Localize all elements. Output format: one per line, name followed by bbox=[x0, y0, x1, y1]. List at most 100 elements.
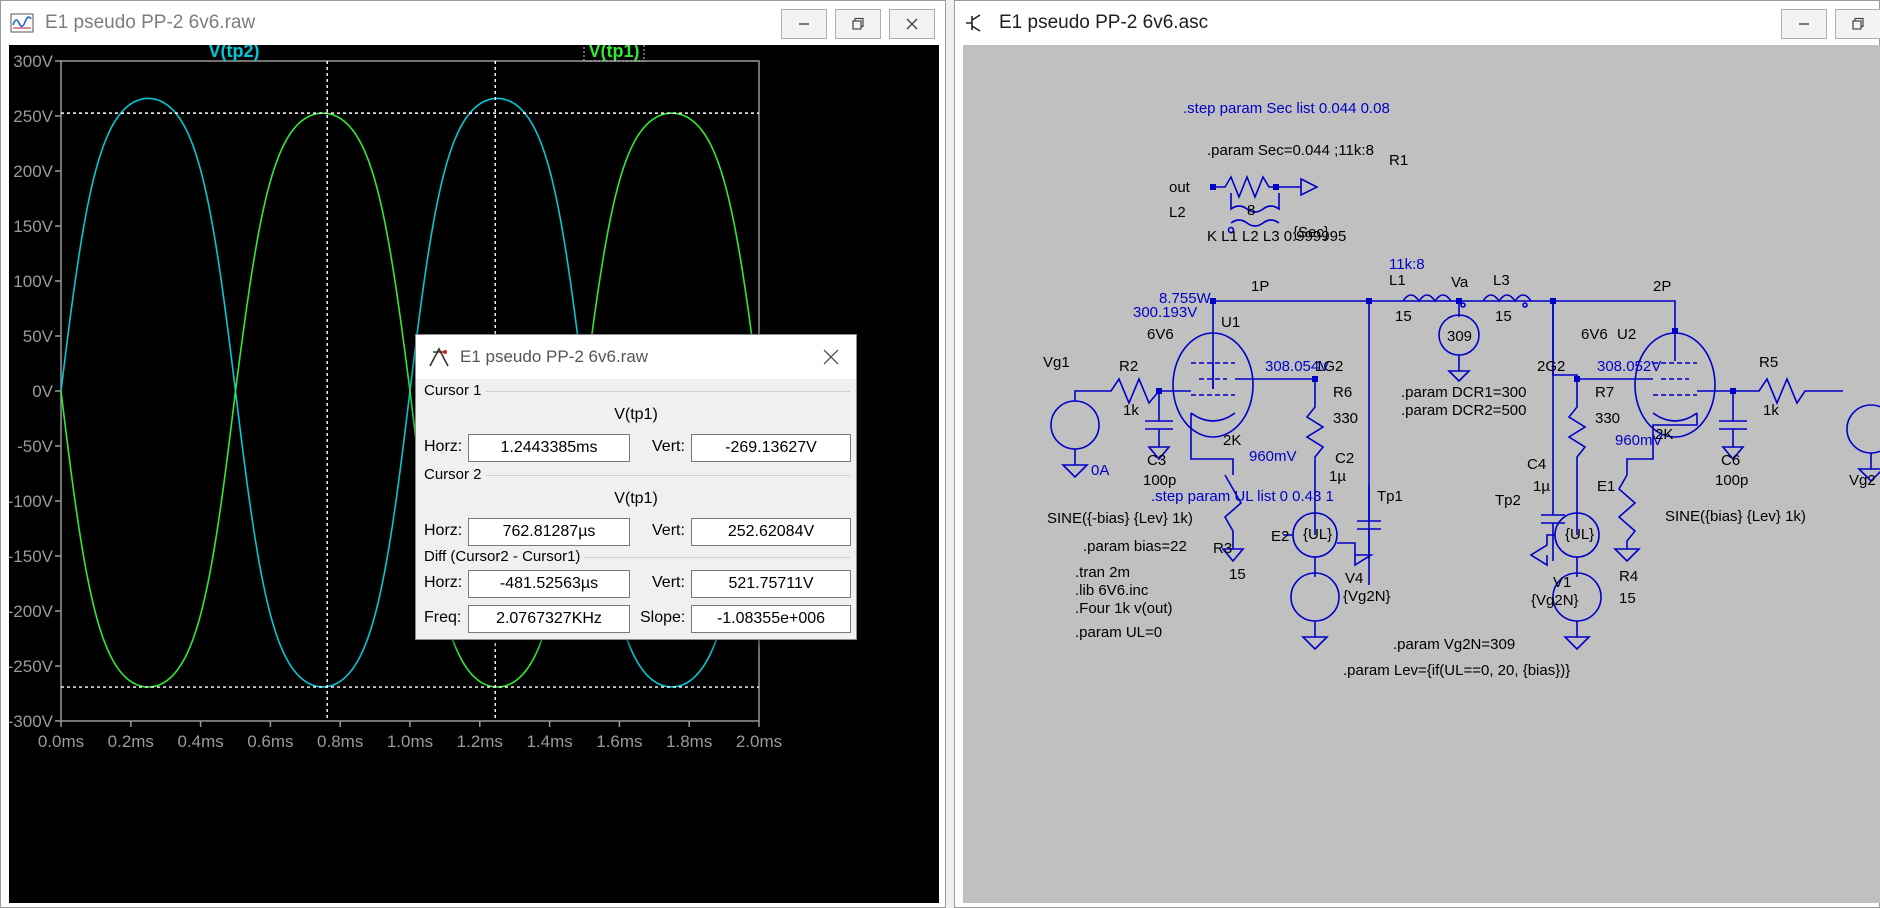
legend-vtp1: V(tp1) bbox=[589, 45, 640, 61]
sine2-source: SINE({bias} {Lev} 1k) bbox=[1665, 508, 1806, 525]
cursor1-vert-field[interactable]: -269.13627V bbox=[691, 434, 851, 462]
cursor1-vert-label: Vert: bbox=[652, 438, 685, 455]
y-tick-label: -100V bbox=[9, 492, 54, 511]
schematic-drawing[interactable]: .step param Sec list 0.044 0.08 .step pa… bbox=[963, 45, 1880, 903]
schematic-directives: .step param Sec list 0.044 0.08 .step pa… bbox=[1091, 100, 1663, 505]
voltage-readout-k1: 960mV bbox=[1249, 448, 1297, 465]
divider bbox=[424, 475, 850, 476]
c6-label: C6 bbox=[1721, 452, 1740, 469]
current-readout: 0A bbox=[1091, 462, 1109, 479]
r5-label: R5 bbox=[1759, 354, 1778, 371]
ul1-label: {UL} bbox=[1303, 526, 1332, 543]
dcr1-directive: .param DCR1=300 bbox=[1401, 384, 1526, 401]
minimize-icon bbox=[799, 23, 809, 25]
r1-value: 8 bbox=[1247, 202, 1255, 219]
r3-label: R3 bbox=[1213, 540, 1232, 557]
cursor-dialog-titlebar[interactable]: E1 pseudo PP-2 6v6.raw bbox=[416, 335, 856, 379]
va-value: 309 bbox=[1447, 328, 1472, 345]
r7-label: R7 bbox=[1595, 384, 1614, 401]
voltage-readout-g2-1: 308.054V bbox=[1265, 358, 1329, 375]
voltage-readout-1p: 300.193V bbox=[1133, 304, 1197, 321]
l1-value: 15 bbox=[1395, 308, 1412, 325]
cursor2-vert-field[interactable]: 252.62084V bbox=[691, 518, 851, 546]
ratio-label: 11k:8 bbox=[1389, 256, 1425, 273]
cursor2-vert-label: Vert: bbox=[652, 522, 685, 539]
y-tick-label: -150V bbox=[9, 547, 54, 566]
diff-freq-field[interactable]: 2.0767327KHz bbox=[468, 605, 630, 633]
close-icon bbox=[906, 18, 918, 30]
y-tick-label: 300V bbox=[13, 52, 53, 71]
l3-value: 15 bbox=[1495, 308, 1512, 325]
param-ul-directive: .param UL=0 bbox=[1075, 624, 1162, 641]
cursor2-trace: V(tp1) bbox=[614, 490, 658, 507]
tran-directive: .tran 2m bbox=[1075, 564, 1130, 581]
cursor2-group-label: Cursor 2 bbox=[424, 466, 486, 483]
schematic-wires bbox=[1050, 174, 1880, 651]
node-2g2: 2G2 bbox=[1537, 358, 1565, 375]
cursor2-horz-label: Horz: bbox=[424, 522, 463, 539]
c4-value: 1µ bbox=[1533, 478, 1550, 495]
r4-value: 15 bbox=[1619, 590, 1636, 607]
maximize-button[interactable] bbox=[835, 9, 881, 39]
c2-label: C2 bbox=[1335, 450, 1354, 467]
c3-label: C3 bbox=[1147, 452, 1166, 469]
e2-label: E2 bbox=[1271, 528, 1289, 545]
tube-type-2: 6V6 bbox=[1581, 326, 1608, 343]
node-1p: 1P bbox=[1251, 278, 1269, 295]
y-tick-label: -300V bbox=[9, 712, 54, 731]
c3-value: 100p bbox=[1143, 472, 1176, 489]
ul2-label: {UL} bbox=[1565, 526, 1594, 543]
divider bbox=[424, 391, 850, 392]
y-tick-label: -50V bbox=[17, 437, 54, 456]
u2-label: U2 bbox=[1617, 326, 1636, 343]
diff-horz-field[interactable]: -481.52563µs bbox=[468, 570, 630, 598]
tp1-label: Tp1 bbox=[1377, 488, 1403, 505]
schematic-canvas[interactable]: .step param Sec list 0.044 0.08 .step pa… bbox=[963, 45, 1880, 903]
param-sec: .param Sec=0.044 ;11k:8 bbox=[1207, 142, 1374, 159]
diff-slope-field[interactable]: -1.08355e+006 bbox=[691, 605, 851, 633]
k-resistor-2: 2K bbox=[1655, 426, 1673, 443]
close-button[interactable] bbox=[889, 9, 935, 39]
lib-directive: .lib 6V6.inc bbox=[1075, 582, 1149, 599]
e1-label: E1 bbox=[1597, 478, 1615, 495]
r1-label: R1 bbox=[1389, 152, 1408, 169]
schematic-titlebar[interactable]: E1 pseudo PP-2 6v6.asc bbox=[955, 1, 1880, 45]
sec-label: {Sec} bbox=[1293, 224, 1329, 241]
minimize-button[interactable] bbox=[1781, 9, 1827, 39]
divider bbox=[424, 557, 850, 558]
l1-label: L1 bbox=[1389, 272, 1406, 289]
diff-vert-field[interactable]: 521.75711V bbox=[691, 570, 851, 598]
maximize-icon bbox=[852, 17, 864, 30]
l3-label: L3 bbox=[1493, 272, 1510, 289]
y-tick-label: 250V bbox=[13, 107, 53, 126]
schematic-window[interactable]: E1 pseudo PP-2 6v6.asc bbox=[954, 0, 1880, 908]
va-label: Va bbox=[1451, 274, 1469, 291]
maximize-button[interactable] bbox=[1835, 9, 1880, 39]
diff-vert-label: Vert: bbox=[652, 574, 685, 591]
vg2n1-label: {Vg2N} bbox=[1343, 588, 1391, 605]
r7-value: 330 bbox=[1595, 410, 1620, 427]
lev-directive: .param Lev={if(UL==0, 20, {bias})} bbox=[1343, 662, 1570, 679]
four-directive: .Four 1k v(out) bbox=[1075, 600, 1173, 617]
r2-label: R2 bbox=[1119, 358, 1138, 375]
schematic-labels: .param Sec=0.044 ;11k:8 R1 out 8 L2 {Sec… bbox=[1043, 142, 1876, 679]
r6-value: 330 bbox=[1333, 410, 1358, 427]
u1-label: U1 bbox=[1221, 314, 1240, 331]
l2-label: L2 bbox=[1169, 204, 1186, 221]
c4-label: C4 bbox=[1527, 456, 1546, 473]
schematic-window-title: E1 pseudo PP-2 6v6.asc bbox=[999, 12, 1209, 33]
close-icon[interactable] bbox=[820, 346, 842, 368]
cursor2-horz-field[interactable]: 762.81287µs bbox=[468, 518, 630, 546]
v4-label: V4 bbox=[1345, 570, 1363, 587]
cursor-dialog[interactable]: E1 pseudo PP-2 6v6.raw Cursor 1 V(tp1) H… bbox=[415, 334, 857, 640]
minimize-button[interactable] bbox=[781, 9, 827, 39]
cursor1-horz-field[interactable]: 1.2443385ms bbox=[468, 434, 630, 462]
x-tick-label: 2.0ms bbox=[736, 732, 782, 751]
y-tick-label: -200V bbox=[9, 602, 54, 621]
power-readout: 8.755W bbox=[1159, 290, 1212, 307]
waveform-titlebar[interactable]: E1 pseudo PP-2 6v6.raw bbox=[1, 1, 945, 45]
sine1-source: SINE({-bias} {Lev} 1k) bbox=[1047, 510, 1193, 527]
step-ul-directive: .step param UL list 0 0.43 1 bbox=[1151, 488, 1334, 505]
